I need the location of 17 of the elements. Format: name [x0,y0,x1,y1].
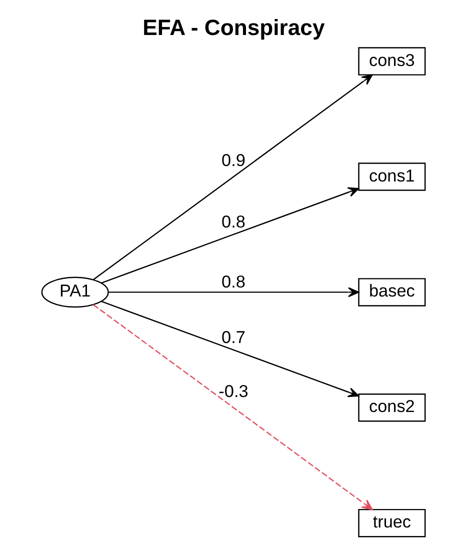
arrow [101,187,360,284]
node-ellipse: PA1 [41,276,109,308]
node-box: cons3 [358,47,426,76]
edge-label: -0.3 [218,380,248,401]
node-box: cons1 [358,162,426,191]
arrow [92,74,373,280]
edge-label: 0.9 [222,150,246,170]
diagram-title: EFA - Conspiracy [142,14,325,40]
node-box: truec [358,508,426,538]
edge-label: 0.8 [222,211,246,232]
arrow [108,287,360,298]
arrow [92,304,373,510]
edge-label: 0.7 [222,326,246,347]
edge-label: 0.8 [222,272,246,292]
node-box: basec [358,278,426,306]
arrow [101,300,360,398]
node-box: cons2 [358,394,426,422]
